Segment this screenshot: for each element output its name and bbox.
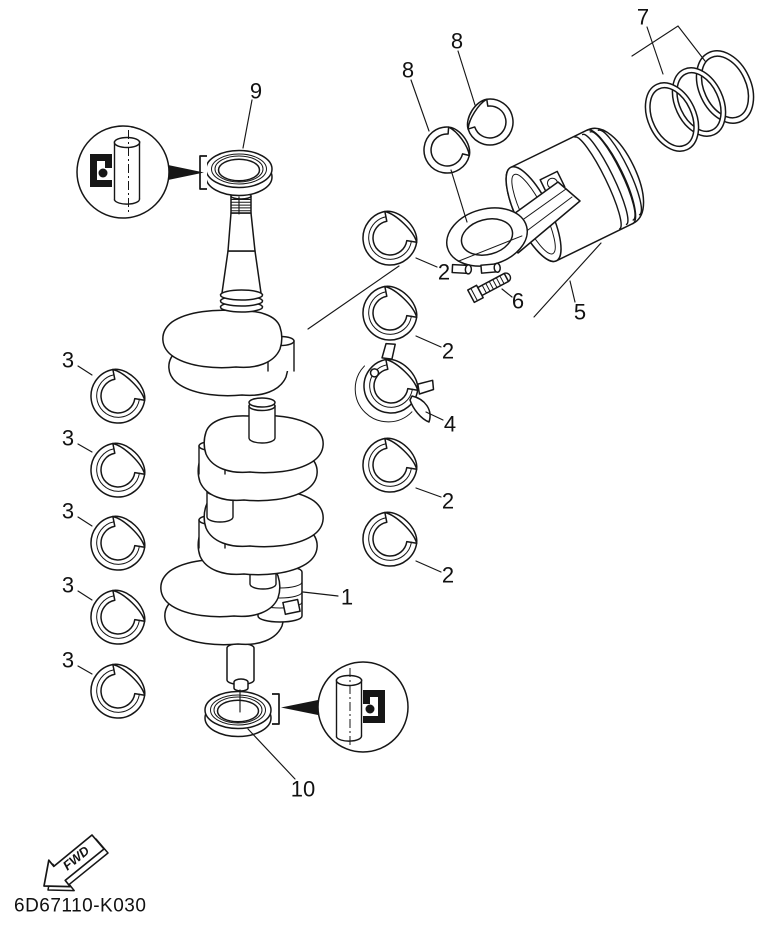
callout-part-10: 10 bbox=[291, 777, 315, 802]
callout-part-9: 9 bbox=[250, 79, 262, 104]
oil-seal-bottom bbox=[204, 689, 272, 738]
callout-part-1: 1 bbox=[341, 585, 353, 610]
seal-orientation-detail-circle-bottom bbox=[317, 661, 409, 753]
oil-seal-top bbox=[205, 149, 273, 215]
seal-orientation-detail-circle-top bbox=[76, 125, 170, 219]
callout-part-2: 2 bbox=[442, 563, 454, 588]
callout-part-2: 2 bbox=[442, 339, 454, 364]
leader-lines bbox=[77, 25, 706, 780]
crankshaft-bottom-journal bbox=[226, 642, 255, 692]
callout-part-6: 6 bbox=[512, 289, 524, 314]
callout-part-3: 3 bbox=[62, 426, 74, 451]
fwd-arrow-icon: FWD bbox=[43, 834, 109, 892]
callout-part-3: 3 bbox=[62, 573, 74, 598]
thrust-bearing bbox=[352, 342, 435, 425]
crankshaft-taper bbox=[221, 192, 262, 294]
callout-part-2: 2 bbox=[442, 489, 454, 514]
detail-arrow-bottom bbox=[281, 700, 318, 715]
connecting-rod bbox=[445, 181, 581, 275]
shaft-in-detail bbox=[335, 668, 363, 748]
seal-section-icon bbox=[90, 154, 112, 187]
crankshaft-collar bbox=[219, 289, 264, 313]
callout-part-3: 3 bbox=[62, 648, 74, 673]
rod-bolt bbox=[467, 272, 512, 304]
callout-part-5: 5 bbox=[574, 300, 586, 325]
callout-part-8: 8 bbox=[402, 58, 414, 83]
drawing-code: 6D67110-K030 bbox=[14, 896, 146, 917]
detail-bracket-bottom bbox=[272, 693, 280, 725]
rod-bearing-lower bbox=[458, 90, 523, 155]
callout-part-4: 4 bbox=[444, 412, 456, 437]
callouts: 9 8 8 7 2 2 4 2 2 6 5 3 3 3 3 3 1 10 bbox=[62, 5, 649, 802]
callout-part-8: 8 bbox=[451, 29, 463, 54]
callout-part-7: 7 bbox=[637, 5, 649, 30]
crankshaft bbox=[160, 192, 324, 692]
piston-rings bbox=[644, 50, 755, 152]
seal-section-icon bbox=[363, 690, 385, 723]
callout-part-2: 2 bbox=[438, 260, 450, 285]
callout-part-3: 3 bbox=[62, 499, 74, 524]
callout-part-3: 3 bbox=[62, 348, 74, 373]
detail-arrow-top bbox=[168, 165, 204, 180]
shaft-in-detail bbox=[113, 130, 141, 213]
